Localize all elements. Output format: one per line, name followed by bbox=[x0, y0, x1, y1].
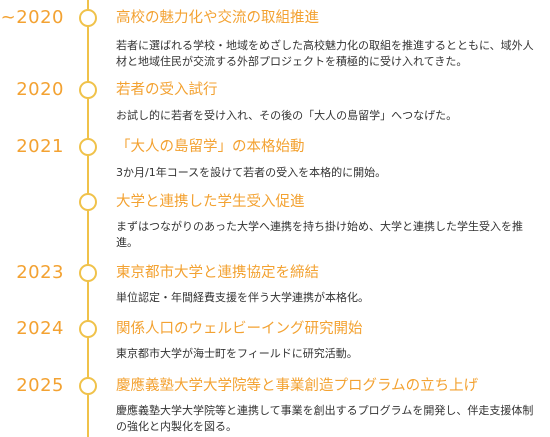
timeline-description: 3か月/1年コースを設けて若者の受入を本格的に開始。 bbox=[116, 166, 387, 179]
timeline-year: ~2020 bbox=[0, 7, 64, 28]
timeline-year: 2021 bbox=[16, 136, 64, 157]
timeline-marker-icon bbox=[79, 320, 97, 338]
timeline-year: 2020 bbox=[16, 79, 64, 100]
timeline-year: 2023 bbox=[16, 262, 64, 283]
timeline-description: お試し的に若者を受け入れ、その後の「大人の島留学」へつなげた。 bbox=[116, 109, 458, 122]
timeline-description: 単位認定・年間経費支援を伴う大学連携が本格化。 bbox=[116, 291, 369, 304]
timeline-description: 若者に選ばれる学校・地域をめざした高校魅力化の取組を推進するとともに、域外人材と… bbox=[116, 39, 534, 68]
timeline-description: 慶應義塾大学大学院等と連携して事業を創出するプログラムを開発し、伴走支援体制の強… bbox=[116, 404, 534, 433]
timeline-marker-icon bbox=[79, 9, 97, 27]
timeline-line bbox=[87, 0, 89, 437]
timeline-title: 関係人口のウェルビーイング研究開始 bbox=[116, 321, 363, 337]
timeline-title: 東京都市大学と連携協定を締結 bbox=[116, 265, 319, 281]
timeline-title: 大学と連携した学生受入促進 bbox=[116, 194, 305, 210]
timeline-description: まずはつながりのあった大学へ連携を持ち掛け始め、大学と連携した学生受入を推進。 bbox=[116, 220, 523, 249]
timeline-title: 「大人の島留学」の本格始動 bbox=[116, 139, 305, 155]
timeline-title: 高校の魅力化や交流の取組推進 bbox=[116, 10, 319, 26]
timeline-marker-icon bbox=[79, 193, 97, 211]
timeline-marker-icon bbox=[79, 264, 97, 282]
timeline-description: 東京都市大学が海士町をフィールドに研究活動。 bbox=[116, 347, 358, 360]
timeline-marker-icon bbox=[79, 377, 97, 395]
timeline-title: 若者の受入試行 bbox=[116, 82, 218, 98]
timeline-year: 2024 bbox=[16, 318, 64, 339]
timeline-marker-icon bbox=[79, 81, 97, 99]
timeline-title: 慶應義塾大学大学院等と事業創造プログラムの立ち上げ bbox=[116, 378, 479, 394]
timeline-year: 2025 bbox=[16, 375, 64, 396]
timeline-marker-icon bbox=[79, 138, 97, 156]
